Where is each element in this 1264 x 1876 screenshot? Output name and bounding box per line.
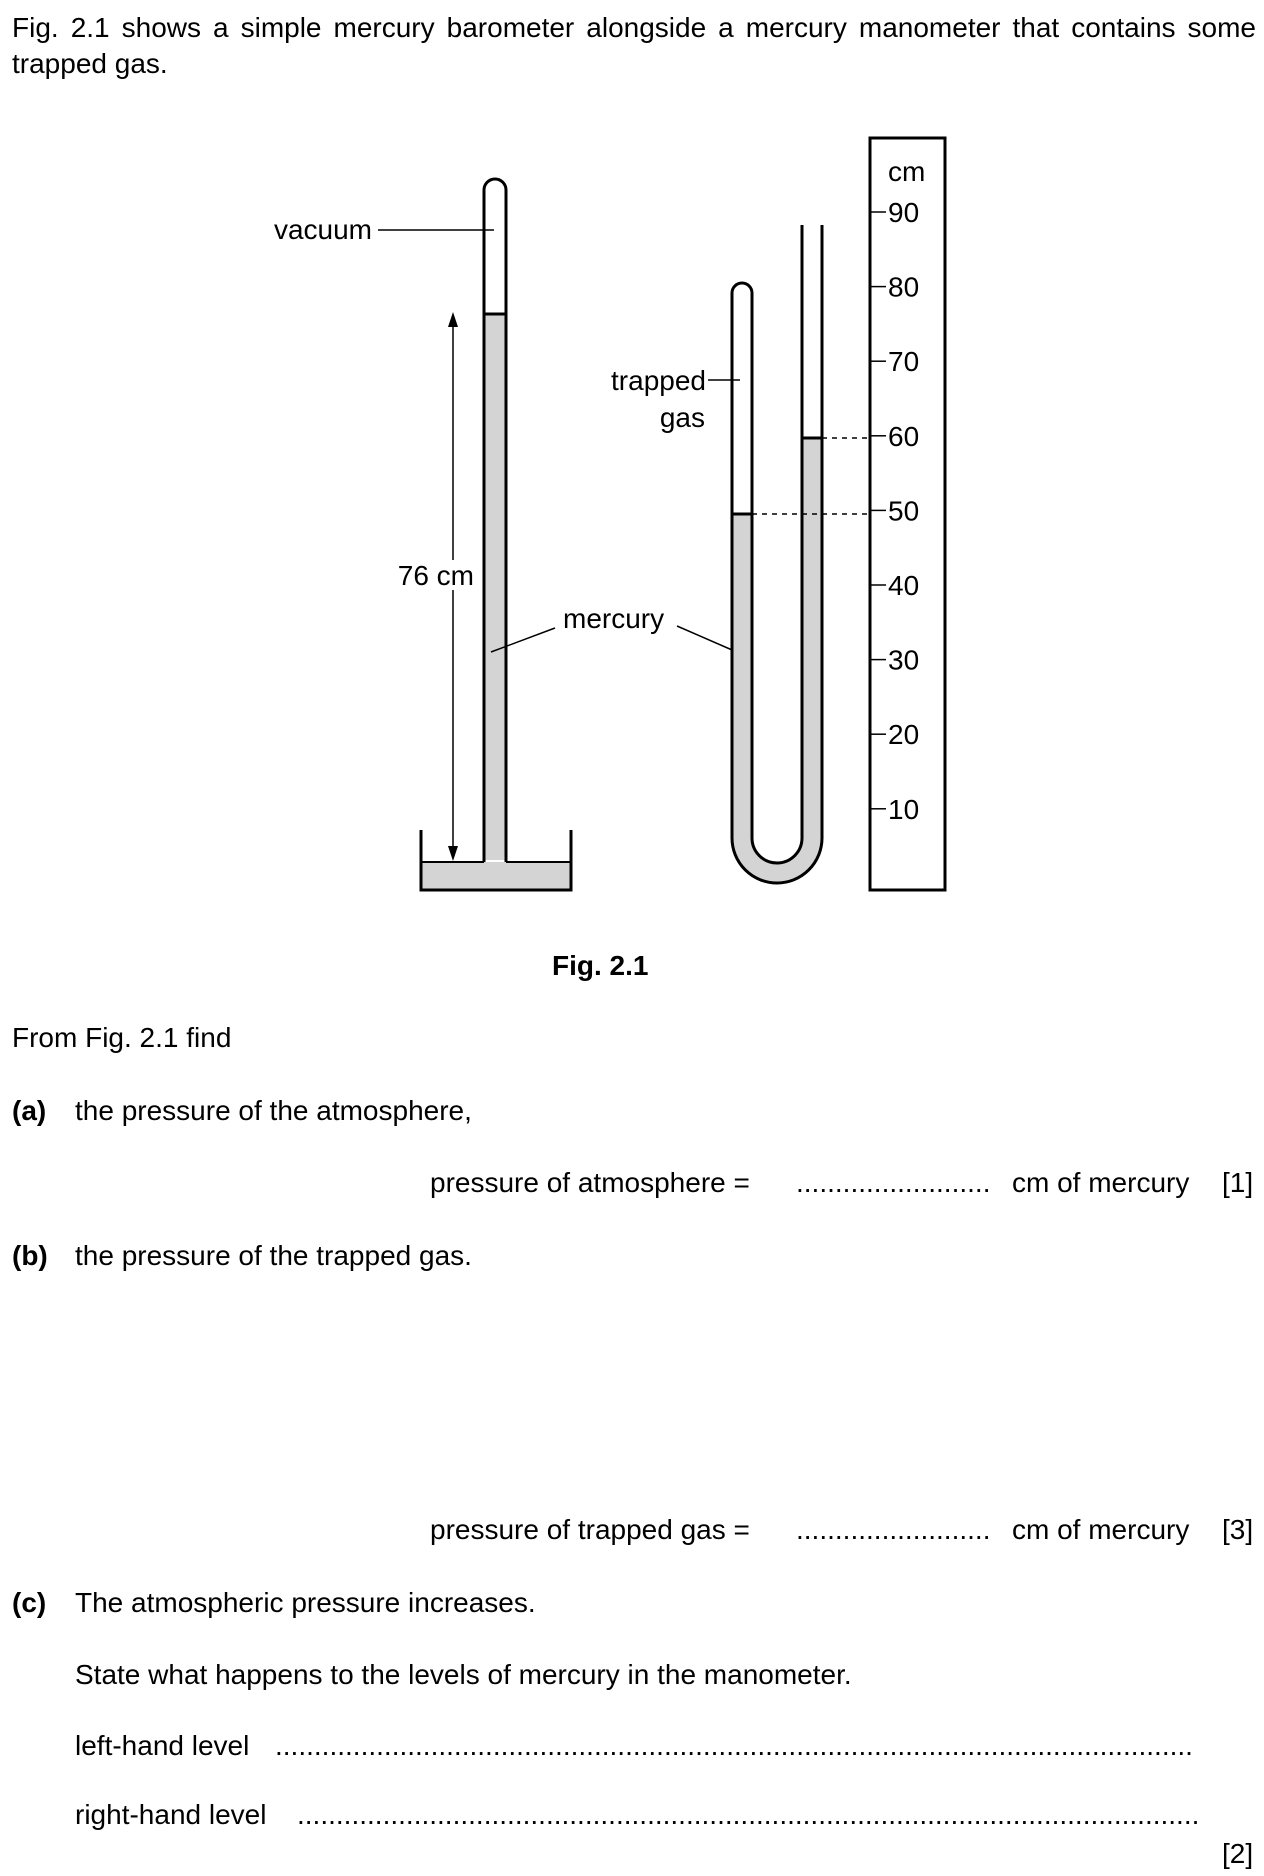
manometer-outer-tube	[730, 225, 804, 865]
height-arrow-head-bottom	[448, 846, 458, 861]
barometer-mercury-column	[484, 313, 506, 860]
part-c-instruction: State what happens to the levels of merc…	[75, 1659, 852, 1690]
part-b-label: (b)	[12, 1240, 48, 1271]
part-c-statement: The atmospheric pressure increases.	[75, 1587, 536, 1618]
height-label: 76 cm	[398, 560, 474, 591]
scale-tick-label: 70	[888, 346, 919, 377]
figure-2-1: 76 cm vacuum mercury trapped gas cm 90 80…	[274, 136, 947, 892]
ruler-unit-label: cm	[888, 156, 925, 187]
barometer-tube	[482, 177, 508, 862]
manometer-mercury	[732, 438, 822, 883]
scale-tick-label: 20	[888, 719, 919, 750]
part-b-unit: cm of mercury	[1012, 1514, 1190, 1545]
height-label-gap	[440, 560, 466, 590]
scale-tick-label: 30	[888, 645, 919, 676]
right-level-label: right-hand level	[75, 1799, 267, 1830]
part-a-answer-prefix: pressure of atmosphere =	[430, 1167, 750, 1198]
mercury-label: mercury	[563, 603, 664, 634]
manometer-inner-tube	[730, 225, 824, 885]
part-c-marks: [2]	[1222, 1838, 1254, 1869]
scale-tick-label: 90	[888, 197, 919, 228]
manometer: trapped gas	[611, 225, 870, 885]
part-b-question: the pressure of the trapped gas.	[75, 1240, 472, 1271]
mercury-leader-right	[676, 625, 740, 654]
ruler-body	[868, 136, 947, 892]
part-a-marks: [1]	[1222, 1167, 1254, 1198]
vacuum-label: vacuum	[274, 214, 372, 245]
trapped-gas-label-line2: gas	[660, 402, 705, 433]
part-a-question: the pressure of the atmosphere,	[75, 1095, 472, 1126]
scale-tick-label: 60	[888, 421, 919, 452]
part-b-answer-field[interactable]: .........................	[796, 1514, 991, 1545]
from-line: From Fig. 2.1 find	[12, 1022, 232, 1053]
trapped-gas-label-line1: trapped	[611, 365, 706, 396]
part-a-answer-field[interactable]: .........................	[796, 1167, 991, 1198]
part-b-answer-prefix: pressure of trapped gas =	[430, 1514, 750, 1545]
reservoir-dish	[419, 830, 573, 892]
scale-tick-label: 10	[888, 794, 919, 825]
scale-tick-label: 80	[888, 272, 919, 303]
scale-tick-label: 50	[888, 495, 919, 526]
mercury-leader-left	[490, 627, 556, 653]
reservoir-mercury	[421, 862, 571, 890]
figure-caption: Fig. 2.1	[552, 950, 649, 981]
scale-ruler: cm 90 80 70 60 50 40 30 20 10	[868, 136, 947, 892]
part-c-label: (c)	[12, 1587, 47, 1618]
height-arrow-head-top	[448, 312, 458, 327]
left-level-label: left-hand level	[75, 1730, 250, 1761]
right-level-answer-field[interactable]: ........................................…	[297, 1801, 1200, 1829]
scale-tick-label: 40	[888, 570, 919, 601]
part-a-label: (a)	[12, 1095, 47, 1126]
left-level-answer-field[interactable]: ........................................…	[275, 1732, 1193, 1760]
part-b-marks: [3]	[1222, 1514, 1254, 1545]
intro-text: Fig. 2.1 shows a simple mercury baromete…	[12, 12, 1256, 79]
barometer: 76 cm vacuum mercury	[274, 177, 740, 892]
part-a-unit: cm of mercury	[1012, 1167, 1190, 1198]
